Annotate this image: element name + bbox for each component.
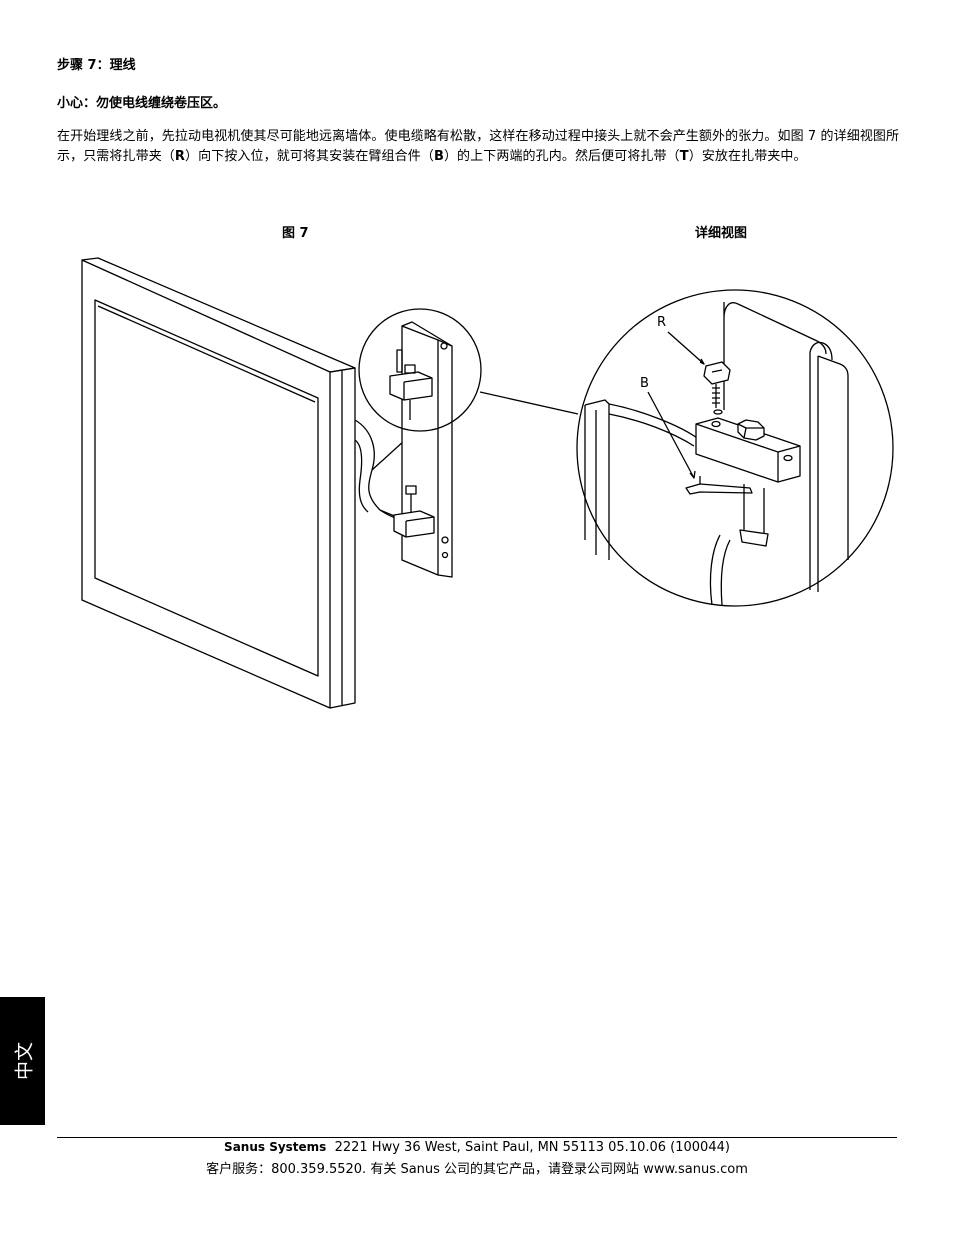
callout-b-label: B bbox=[640, 376, 649, 391]
tv-monitor bbox=[81, 257, 356, 709]
detail-circle-view bbox=[576, 289, 894, 607]
callout-b-leader bbox=[647, 391, 695, 479]
paragraph-part-3: ）的上下两端的孔内。然后便可将扎带（ bbox=[443, 148, 680, 164]
instruction-paragraph: 在开始理线之前，先拉动电视机使其尽可能地远离墙体。使电缆略有松散，这样在移动过程… bbox=[57, 127, 902, 166]
footer-divider bbox=[57, 1137, 897, 1138]
magnifier-circle bbox=[358, 308, 482, 432]
detail-view-label: 详细视图 bbox=[695, 226, 748, 241]
footer-address-line: Sanus Systems 2221 Hwy 36 West, Saint Pa… bbox=[0, 1140, 954, 1155]
step-title: 步骤 7：理线 bbox=[57, 58, 136, 73]
callout-r-label: R bbox=[657, 315, 667, 330]
mount-arm bbox=[354, 419, 406, 521]
language-tab: 中文 bbox=[0, 997, 45, 1125]
label-r: R bbox=[174, 148, 186, 164]
footer-brand: Sanus Systems bbox=[224, 1140, 327, 1154]
callout-r-leader bbox=[667, 331, 705, 365]
label-t: T bbox=[679, 148, 689, 164]
paragraph-part-2: ）向下按入位，就可将其安装在臂组合件（ bbox=[185, 148, 434, 164]
caution-note: 小心：勿使电线缠绕卷压区。 bbox=[57, 96, 227, 111]
paragraph-part-1: 在开始理线之前，先拉动电视机使其尽可能地远离墙体。使电缆略有松散，这样在移动过程… bbox=[57, 129, 900, 164]
wall-bracket bbox=[389, 321, 453, 578]
language-tab-label: 中文 bbox=[13, 1041, 35, 1081]
footer-address: 2221 Hwy 36 West, Saint Paul, MN 55113 0… bbox=[334, 1140, 730, 1155]
leader-line bbox=[479, 391, 579, 415]
figure-label: 图 7 bbox=[282, 226, 309, 241]
label-b: B bbox=[433, 148, 444, 164]
callout-r-arrow bbox=[699, 358, 705, 365]
callout-b-arrow bbox=[689, 470, 696, 479]
footer-service-line: 客户服务：800.359.5520. 有关 Sanus 公司的其它产品，请登录公… bbox=[206, 1162, 748, 1177]
paragraph-part-4: ）安放在扎带夹中。 bbox=[688, 148, 807, 164]
